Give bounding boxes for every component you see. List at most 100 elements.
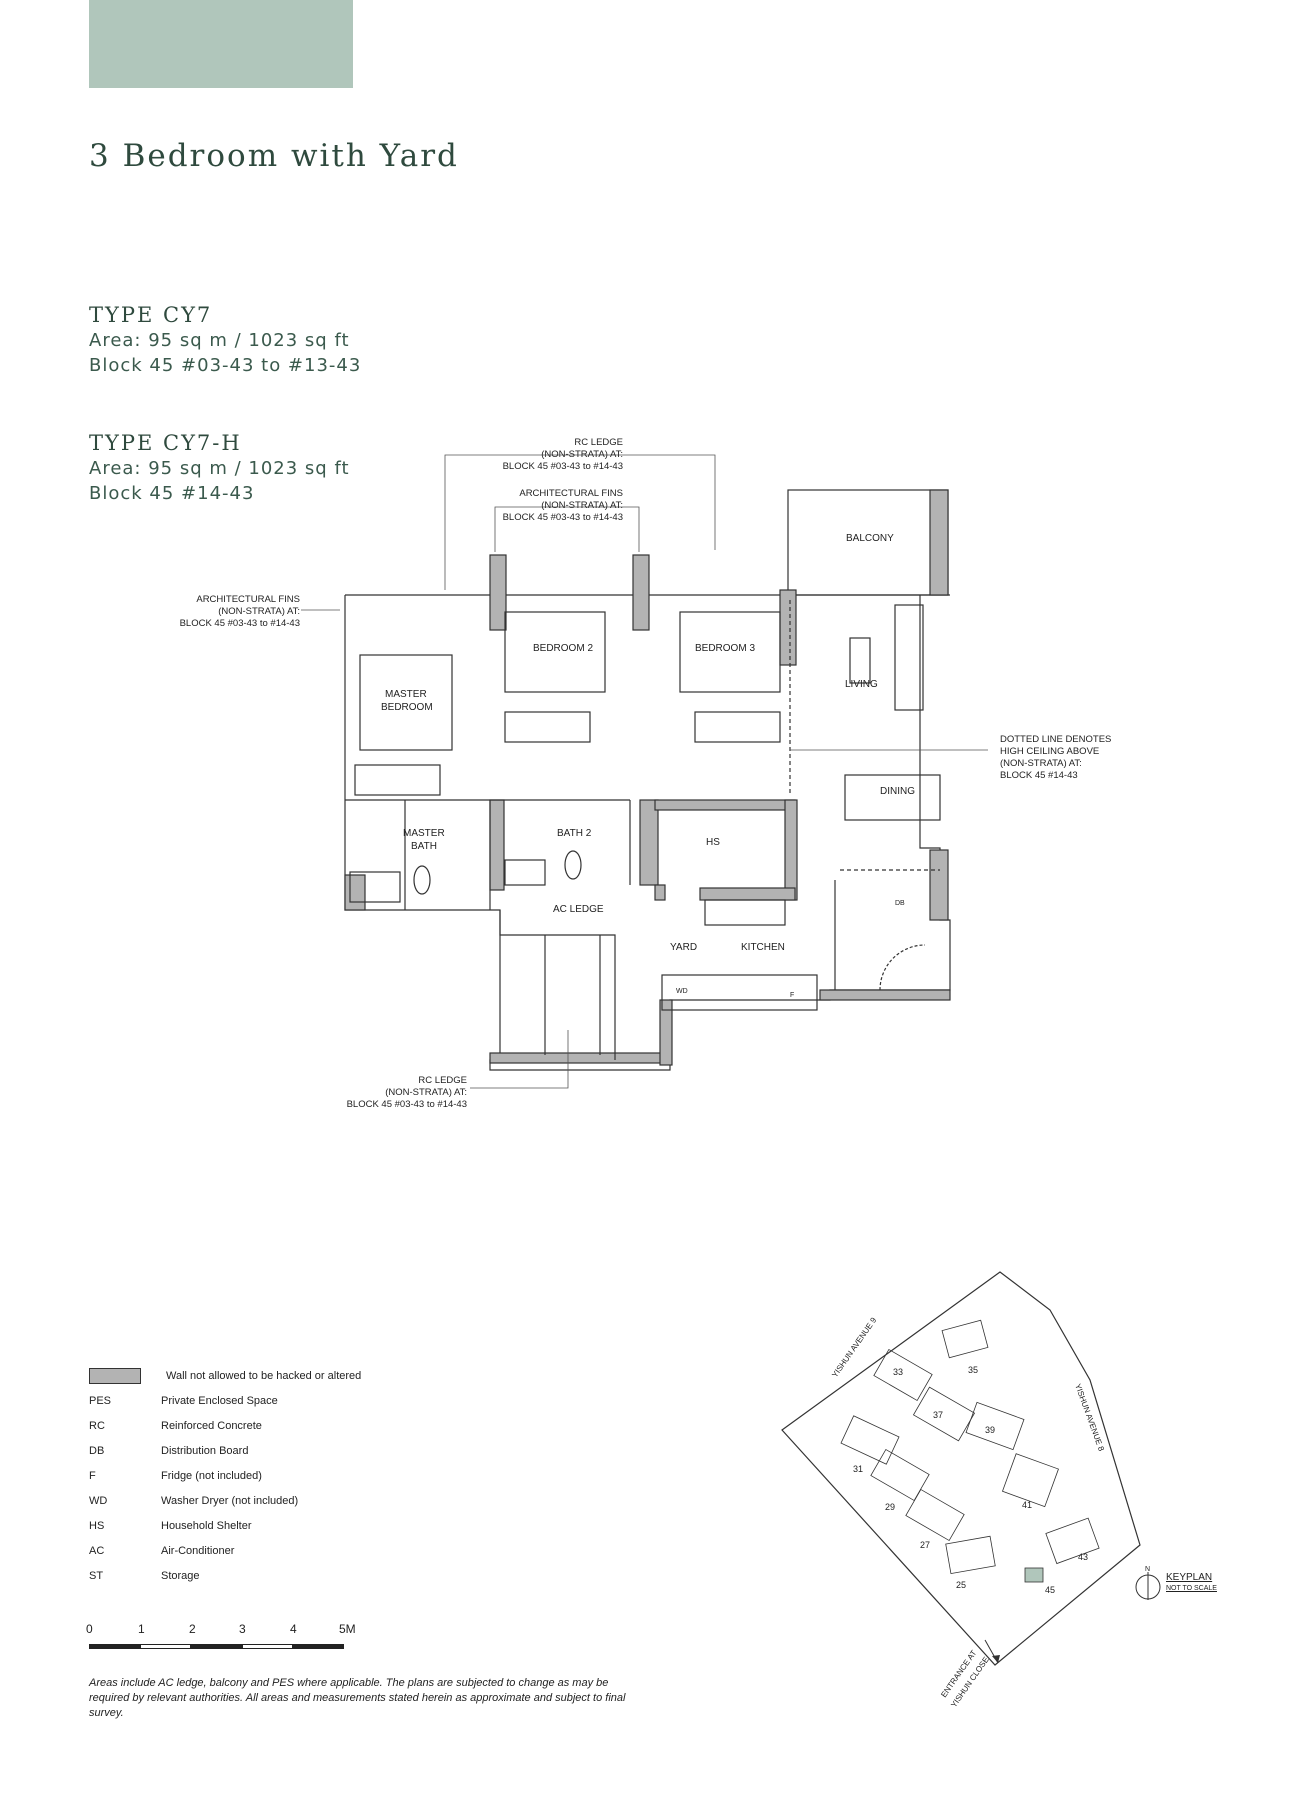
callout-line: HIGH CEILING ABOVE bbox=[1000, 746, 1099, 757]
callout-line: BLOCK 45 #03-43 to #14-43 bbox=[503, 461, 623, 472]
callout-arch-fins-left: ARCHITECTURAL FINS (NON-STRATA) AT: BLOC… bbox=[180, 594, 300, 629]
block-number: 43 bbox=[1078, 1552, 1088, 1562]
legend-key: RC bbox=[89, 1419, 105, 1432]
callout-line: RC LEDGE bbox=[574, 437, 623, 448]
block-number: 41 bbox=[1022, 1500, 1032, 1510]
block-footprints bbox=[840, 1319, 1100, 1575]
type-cy7h-block: TYPE CY7-H Area: 95 sq m / 1023 sq ft Bl… bbox=[89, 431, 350, 506]
callout-line: ARCHITECTURAL FINS bbox=[519, 488, 623, 499]
scale-tick: 4 bbox=[290, 1622, 297, 1636]
room-kitchen: KITCHEN bbox=[741, 942, 785, 953]
block-number: 39 bbox=[985, 1425, 995, 1435]
callout-line: (NON-STRATA) AT: bbox=[385, 1087, 467, 1098]
callout-leaders bbox=[301, 454, 988, 1089]
legend-label: Reinforced Concrete bbox=[161, 1419, 262, 1432]
legend-key: F bbox=[89, 1469, 96, 1482]
callout-line: BLOCK 45 #03-43 to #14-43 bbox=[347, 1099, 467, 1110]
callout-rc-ledge-top: RC LEDGE (NON-STRATA) AT: BLOCK 45 #03-4… bbox=[503, 437, 623, 472]
scale-tick: 1 bbox=[138, 1622, 145, 1636]
entrance-arrowhead bbox=[992, 1655, 1000, 1663]
room-f: F bbox=[790, 992, 794, 999]
wall-swatch bbox=[89, 1367, 141, 1384]
block-number: 33 bbox=[893, 1367, 903, 1377]
scale-segment bbox=[242, 1644, 293, 1649]
scale-segment bbox=[140, 1644, 191, 1649]
callout-line: DOTTED LINE DENOTES bbox=[1000, 734, 1111, 745]
callout-line: BLOCK 45 #14-43 bbox=[1000, 770, 1078, 781]
room-master-bath: MASTER bbox=[403, 828, 445, 839]
floor-plan bbox=[344, 489, 951, 1071]
callout-rc-ledge-bottom: RC LEDGE (NON-STRATA) AT: BLOCK 45 #03-4… bbox=[347, 1075, 467, 1110]
page-title: 3 Bedroom with Yard bbox=[89, 138, 459, 174]
legend-key: WD bbox=[89, 1494, 108, 1507]
scale-segment bbox=[89, 1644, 140, 1649]
type-units: Block 45 #03-43 to #13-43 bbox=[89, 355, 362, 376]
legend-key: ST bbox=[89, 1569, 104, 1582]
room-living: LIVING bbox=[845, 679, 878, 690]
callout-arch-fins-top: ARCHITECTURAL FINS (NON-STRATA) AT: BLOC… bbox=[503, 488, 623, 523]
room-db: DB bbox=[895, 900, 905, 907]
room-bedroom-2: BEDROOM 2 bbox=[533, 643, 593, 654]
legend-row: AC Air-Conditioner bbox=[89, 1538, 489, 1563]
keyplan-subtitle: NOT TO SCALE bbox=[1166, 1585, 1217, 1592]
callout-dotted-line: DOTTED LINE DENOTES HIGH CEILING ABOVE (… bbox=[1000, 734, 1111, 781]
legend-row: HS Household Shelter bbox=[89, 1513, 489, 1538]
block-number: 45 bbox=[1045, 1585, 1055, 1595]
room-master-bedroom: BEDROOM bbox=[381, 702, 433, 713]
legend-row: Wall not allowed to be hacked or altered bbox=[89, 1363, 489, 1388]
block-number: 25 bbox=[956, 1580, 966, 1590]
highlighted-block bbox=[1024, 1567, 1044, 1583]
north-label: N bbox=[1145, 1566, 1150, 1573]
room-wd: WD bbox=[676, 988, 688, 995]
keyplan-map: 33 35 37 39 31 29 41 27 43 25 45 YISHUN … bbox=[781, 1271, 1141, 1709]
room-yard: YARD bbox=[670, 942, 697, 953]
legend-key: HS bbox=[89, 1519, 105, 1532]
type-cy7-block: TYPE CY7 Area: 95 sq m / 1023 sq ft Bloc… bbox=[89, 303, 361, 378]
legend: Wall not allowed to be hacked or altered… bbox=[89, 1363, 489, 1588]
legend-label: Air-Conditioner bbox=[161, 1544, 235, 1557]
room-master-bedroom: MASTER bbox=[385, 689, 427, 700]
legend-key: DB bbox=[89, 1444, 105, 1457]
type-area: Area: 95 sq m / 1023 sq ft bbox=[89, 458, 350, 479]
block-number: 27 bbox=[920, 1540, 930, 1550]
callout-line: RC LEDGE bbox=[418, 1075, 467, 1086]
scale-segment bbox=[293, 1644, 344, 1649]
scale-tick: 0 bbox=[86, 1622, 93, 1636]
header-accent-block bbox=[89, 0, 353, 88]
scale-bar: 0 1 2 3 4 5M bbox=[86, 1622, 359, 1656]
disclaimer: Areas include AC ledge, balcony and PES … bbox=[89, 1677, 626, 1719]
legend-row: RC Reinforced Concrete bbox=[89, 1413, 489, 1438]
legend-key: PES bbox=[89, 1394, 112, 1407]
callout-line: (NON-STRATA) AT: bbox=[541, 500, 623, 511]
type-units: Block 45 #14-43 bbox=[89, 483, 255, 504]
room-balcony: BALCONY bbox=[846, 533, 894, 544]
callout-line: (NON-STRATA) AT: bbox=[1000, 758, 1082, 769]
callout-line: BLOCK 45 #03-43 to #14-43 bbox=[180, 618, 300, 629]
block-number: 29 bbox=[885, 1502, 895, 1512]
legend-row: WD Washer Dryer (not included) bbox=[89, 1488, 489, 1513]
legend-row: PES Private Enclosed Space bbox=[89, 1388, 489, 1413]
block-number: 31 bbox=[853, 1464, 863, 1474]
callout-line: BLOCK 45 #03-43 to #14-43 bbox=[503, 512, 623, 523]
keyplan-title: KEYPLAN bbox=[1166, 1572, 1213, 1583]
type-area: Area: 95 sq m / 1023 sq ft bbox=[89, 330, 350, 351]
block-number: 37 bbox=[933, 1410, 943, 1420]
block-number: 35 bbox=[968, 1365, 978, 1375]
room-bath-2: BATH 2 bbox=[557, 828, 592, 839]
legend-label: Wall not allowed to be hacked or altered bbox=[166, 1369, 362, 1382]
room-hs: HS bbox=[706, 837, 720, 848]
legend-label: Washer Dryer (not included) bbox=[161, 1494, 299, 1507]
scale-segment bbox=[191, 1644, 242, 1649]
site-boundary bbox=[781, 1271, 1141, 1666]
legend-label: Household Shelter bbox=[161, 1519, 252, 1532]
legend-label: Storage bbox=[161, 1569, 200, 1582]
room-bedroom-3: BEDROOM 3 bbox=[695, 643, 755, 654]
room-dining: DINING bbox=[880, 786, 915, 797]
legend-key: AC bbox=[89, 1544, 105, 1557]
road-label: YISHUN AVENUE 9 bbox=[830, 1315, 878, 1379]
type-name: TYPE CY7-H bbox=[89, 431, 242, 455]
room-ac-ledge: AC LEDGE bbox=[553, 904, 604, 915]
scale-tick: 3 bbox=[239, 1622, 246, 1636]
legend-row: DB Distribution Board bbox=[89, 1438, 489, 1463]
